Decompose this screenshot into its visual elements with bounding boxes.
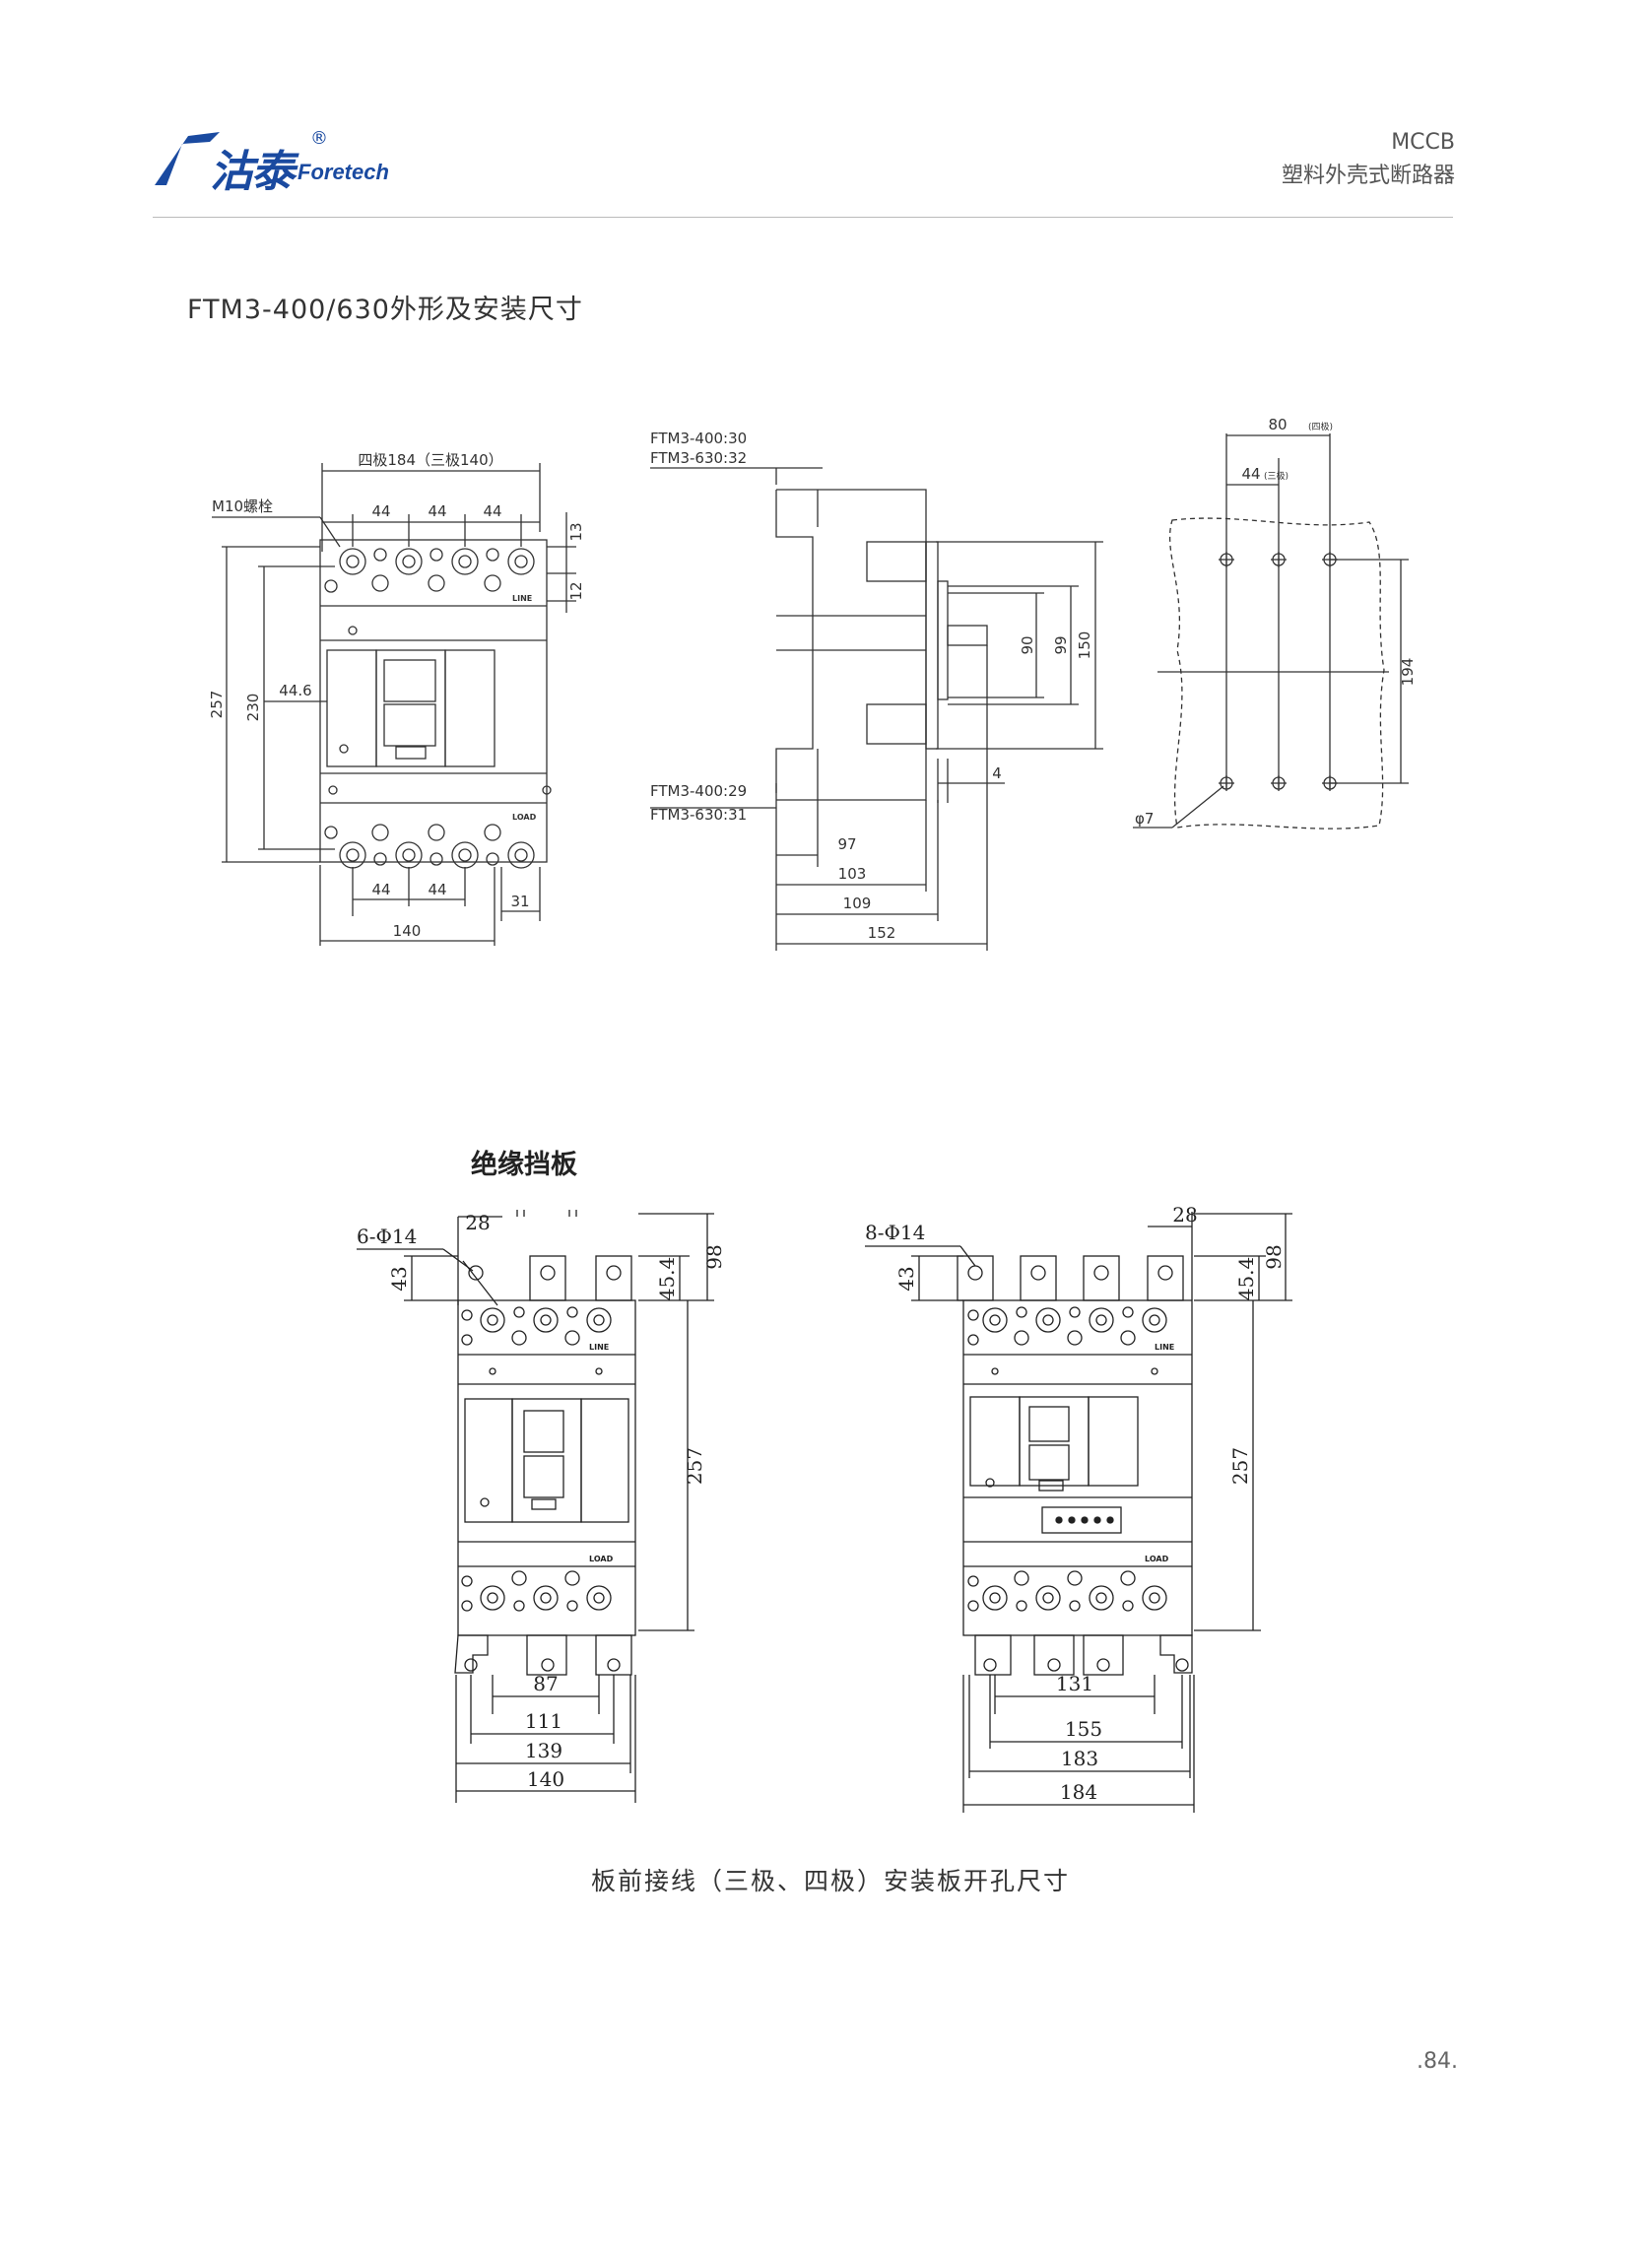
hole-dim-44: 44 — [1241, 465, 1260, 483]
side-top-note-1: FTM3-400:30 — [650, 430, 747, 447]
logo-chinese: 沽泰 — [210, 147, 295, 197]
three-pole-holes: 6-Φ14 — [357, 1225, 417, 1248]
three-pole-load-label: LOAD — [589, 1555, 614, 1563]
four-pole-holes: 8-Φ14 — [865, 1221, 925, 1244]
side-view — [650, 467, 1103, 951]
four-pole-load-label: LOAD — [1145, 1555, 1169, 1563]
three-pole-dim-140: 140 — [527, 1767, 564, 1791]
dim-4: 4 — [992, 764, 1002, 782]
four-pole-dim-28: 28 — [1172, 1203, 1197, 1227]
dim-13: 13 — [567, 522, 585, 541]
logo-english: Foretech — [297, 160, 389, 184]
three-pole-dim-111: 111 — [525, 1709, 562, 1733]
logo-swoosh-icon — [155, 132, 220, 185]
dim-12: 12 — [567, 581, 585, 600]
four-pole-dim-257: 257 — [1228, 1447, 1252, 1485]
mount-holes — [1219, 552, 1338, 791]
three-pole-dim-43: 43 — [387, 1266, 411, 1291]
four-pole-line-label: LINE — [1155, 1343, 1174, 1352]
load-label: LOAD — [512, 813, 537, 822]
depth-103: 103 — [838, 865, 867, 883]
product-code: MCCB — [1391, 130, 1455, 155]
section-title: FTM3-400/630外形及安装尺寸 — [187, 295, 583, 325]
bolt-label: M10螺栓 — [212, 497, 273, 515]
top-terminals — [324, 548, 535, 593]
bottom-caption: 板前接线（三极、四极）安装板开孔尺寸 — [591, 1867, 1071, 1895]
outline-drawings: 四极184（三极140） M10螺栓 44 44 44 13 12 LINE L… — [208, 416, 1417, 951]
hole-dim-80-note: (四极) — [1308, 421, 1333, 432]
pitch-top-3: 44 — [483, 502, 501, 520]
pitch-top-1: 44 — [371, 502, 390, 520]
header-divider — [153, 217, 1453, 218]
pitch-bottom-2: 44 — [428, 881, 446, 898]
dim-90: 90 — [1019, 635, 1036, 654]
three-pole-terminals — [461, 1306, 612, 1612]
dim-150: 150 — [1076, 631, 1093, 660]
depth-152: 152 — [868, 924, 896, 942]
depth-97: 97 — [837, 835, 856, 853]
depth-109: 109 — [843, 895, 872, 912]
dim-257: 257 — [208, 691, 226, 719]
four-pole-terminals — [967, 1306, 1167, 1612]
side-bottom-note-1: FTM3-400:29 — [650, 782, 747, 800]
four-pole-dim-98: 98 — [1262, 1244, 1286, 1269]
hole-dim-194: 194 — [1399, 658, 1417, 687]
side-top-note-2: FTM3-630:32 — [650, 449, 747, 467]
line-label: LINE — [512, 594, 532, 603]
four-pole-dim-155: 155 — [1065, 1717, 1102, 1741]
three-pole-line-label: LINE — [589, 1343, 609, 1352]
pitch-bottom-1: 44 — [371, 881, 390, 898]
dim-99: 99 — [1052, 635, 1070, 654]
three-pole-dim-87: 87 — [533, 1672, 558, 1695]
logo-registered: ® — [310, 128, 328, 149]
three-pole-dim-28: 28 — [465, 1211, 490, 1234]
page-number: .84. — [1417, 2049, 1458, 2074]
three-pole-drawing — [404, 1210, 714, 1803]
four-pole-drawing — [865, 1212, 1292, 1813]
hole-dim-80: 80 — [1268, 416, 1287, 433]
pitch-top-2: 44 — [428, 502, 446, 520]
hole-pattern — [1133, 433, 1409, 829]
hole-dia: φ7 — [1135, 810, 1154, 828]
four-pole-dim-131: 131 — [1056, 1672, 1093, 1695]
four-pole-dim-43: 43 — [894, 1266, 918, 1291]
three-pole-dim-45-4: 45.4 — [655, 1257, 679, 1301]
four-pole-dim-183: 183 — [1061, 1747, 1098, 1770]
four-pole-dim-45-4: 45.4 — [1234, 1257, 1258, 1301]
mounting-drawings: 6-Φ14 28 43 45.4 98 257 LINE LOAD 87 111… — [357, 1203, 1292, 1813]
insulation-label: 绝缘挡板 — [471, 1150, 577, 1180]
four-pole-dim-184: 184 — [1060, 1780, 1097, 1804]
product-name: 塑料外壳式断路器 — [1281, 164, 1455, 188]
dim-44-6: 44.6 — [279, 682, 311, 699]
three-pole-dim-98: 98 — [702, 1244, 726, 1269]
three-pole-dim-257: 257 — [683, 1447, 706, 1485]
brand-logo: 沽泰 ® Foretech — [153, 128, 409, 197]
dim-31: 31 — [510, 893, 529, 910]
dim-140: 140 — [393, 922, 422, 940]
three-pole-dim-139: 139 — [525, 1739, 562, 1762]
side-bottom-note-2: FTM3-630:31 — [650, 806, 747, 824]
width-label: 四极184（三极140） — [358, 451, 502, 469]
dim-230: 230 — [244, 694, 262, 722]
front-view — [212, 463, 576, 946]
hole-dim-44-note: (三极) — [1264, 470, 1289, 482]
